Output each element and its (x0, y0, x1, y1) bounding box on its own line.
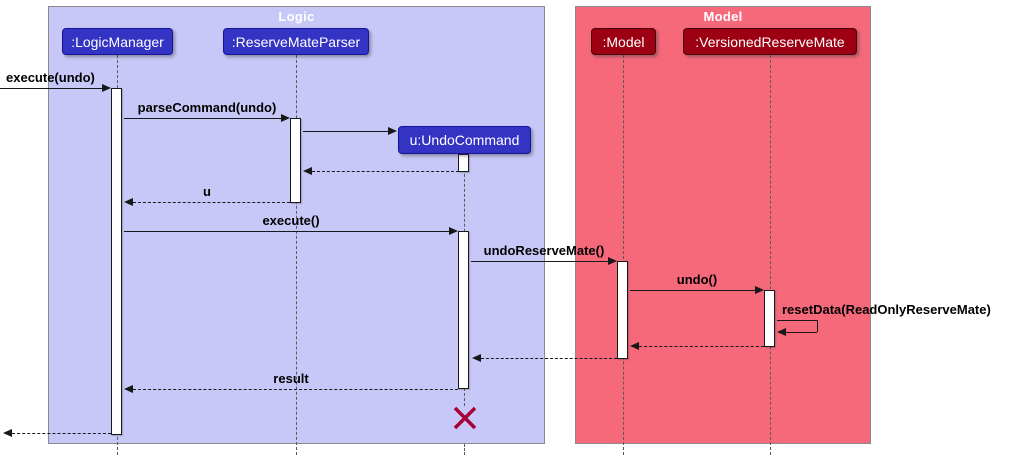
participant-logic-manager: :LogicManager (62, 28, 173, 55)
message-result-arrowhead-icon (124, 385, 133, 393)
activation-logic-manager (111, 88, 122, 435)
message-final-return-line (12, 433, 111, 434)
message-parse-command-arrowhead-icon (281, 114, 290, 122)
message-u-return-label: u (203, 184, 211, 199)
message-execute-label: execute() (262, 213, 320, 228)
lifeline-model (623, 55, 624, 455)
model-frame-title: Model (703, 9, 743, 24)
message-create-return-arrowhead-icon (303, 167, 312, 175)
message-create-undo-command-line (303, 131, 388, 132)
message-reset-data-back-line (786, 332, 817, 333)
message-undo-reserve-mate-label: undoReserveMate() (483, 243, 605, 258)
message-versioned-return-line (639, 346, 764, 347)
message-reset-data-out-line (777, 320, 817, 321)
message-result-line (133, 389, 458, 390)
message-parse-command-line (124, 118, 281, 119)
message-reset-data-label: resetData(ReadOnlyReserveMate) (782, 302, 991, 317)
message-u-return-arrowhead-icon (124, 198, 133, 206)
participant-model: :Model (591, 28, 656, 55)
message-create-return-line (312, 171, 459, 172)
message-result-label: result (273, 371, 309, 386)
message-create-undo-command-arrowhead-icon (388, 127, 397, 135)
message-undo-label: undo() (676, 272, 718, 287)
message-parse-command-label: parseCommand(undo) (137, 100, 277, 115)
participant-reserve-mate-parser: :ReserveMateParser (223, 28, 369, 55)
message-execute-undo-arrowhead-icon (102, 84, 111, 92)
logic-frame-title: Logic (278, 9, 315, 24)
message-u-return-line (133, 202, 290, 203)
message-reset-data-arrowhead-icon (777, 328, 786, 336)
message-reset-data-down-line (817, 320, 818, 332)
message-undo-reserve-mate-arrowhead-icon (608, 257, 617, 265)
message-versioned-return-arrowhead-icon (630, 342, 639, 350)
message-undo-line (630, 290, 755, 291)
lifeline-reserve-mate-parser (296, 55, 297, 455)
message-execute-undo-line (0, 88, 102, 89)
message-execute-undo-label: execute(undo) (6, 70, 95, 85)
message-final-return-arrowhead-icon (3, 429, 12, 437)
activation-undo-command (458, 231, 469, 389)
message-undo-arrowhead-icon (755, 286, 764, 294)
activation-model (617, 261, 628, 359)
lifeline-versioned-reserve-mate (770, 55, 771, 455)
message-execute-line (124, 231, 449, 232)
model-frame (575, 6, 871, 444)
participant-versioned-reserve-mate: :VersionedReserveMate (683, 28, 857, 55)
activation-undo-command-create (458, 154, 469, 172)
activation-versioned-reserve-mate (764, 290, 775, 347)
message-model-return-arrowhead-icon (472, 354, 481, 362)
activation-reserve-mate-parser (290, 118, 301, 203)
message-undo-reserve-mate-line (471, 261, 608, 262)
message-execute-arrowhead-icon (449, 227, 458, 235)
destroy-x-icon (453, 406, 477, 435)
lifeline-undo-command-foot (464, 444, 465, 455)
participant-undo-command: u:UndoCommand (398, 126, 531, 154)
message-model-return-line (481, 358, 617, 359)
